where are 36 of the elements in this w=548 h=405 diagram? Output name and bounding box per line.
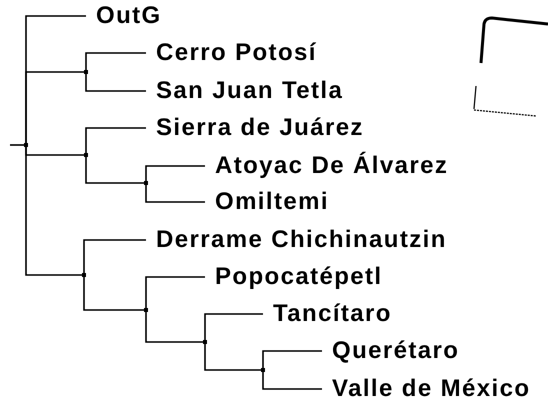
branch-point — [203, 340, 207, 344]
taxon-label: Derrame Chichinautzin — [146, 227, 447, 253]
tree-branch — [85, 74, 146, 92]
branch-point — [144, 181, 148, 185]
branch-point — [84, 153, 88, 157]
taxon-label: Tancítaro — [263, 301, 392, 327]
taxon-label: Popocatépetl — [205, 264, 382, 290]
tree-branch — [145, 185, 205, 203]
tree-branch — [10, 144, 24, 146]
tree-branch — [145, 312, 203, 343]
tree-branch — [262, 372, 322, 390]
tree-branch — [145, 276, 205, 308]
taxon-label: San Juan Tetla — [146, 78, 344, 104]
taxon-label: OutG — [86, 3, 162, 29]
tree-branch — [204, 344, 261, 371]
branch-point — [84, 70, 88, 74]
tree-branch — [85, 52, 146, 70]
tree-branch — [25, 147, 82, 276]
tree-branch — [83, 277, 144, 311]
branch-point — [24, 143, 28, 147]
tree-branch — [145, 165, 205, 181]
branch-point — [261, 368, 265, 372]
tree-branch — [85, 157, 144, 184]
taxon-label: Sierra de Juárez — [146, 115, 364, 141]
taxon-label: Valle de México — [322, 376, 530, 402]
tree-branch — [85, 127, 146, 153]
branch-point — [82, 273, 86, 277]
tree-branch — [83, 239, 146, 273]
taxon-label: Querétaro — [322, 338, 460, 364]
branch-point — [144, 308, 148, 312]
taxon-label: Omiltemi — [205, 189, 329, 215]
taxon-label: Cerro Potosí — [146, 40, 317, 66]
taxon-label: Atoyac De Álvarez — [205, 153, 448, 179]
tree-branch — [25, 71, 84, 143]
tree-branch — [204, 313, 263, 340]
tree-branch — [262, 350, 322, 368]
